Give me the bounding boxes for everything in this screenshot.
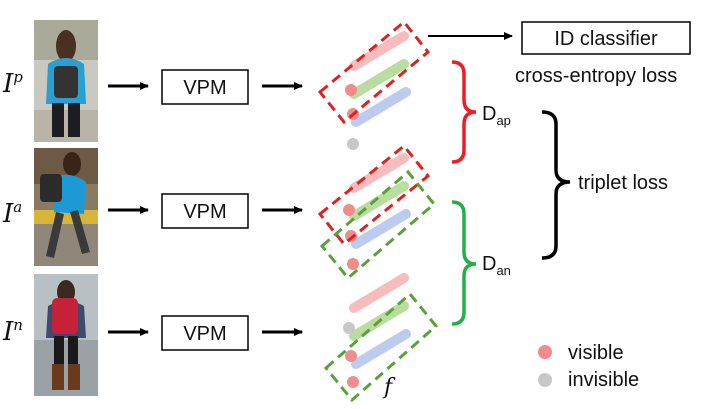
feature-label: f (382, 375, 396, 400)
visible-dot (347, 258, 359, 270)
cross-entropy-label: cross-entropy loss (515, 65, 677, 87)
brace-d-an (451, 200, 477, 326)
vpm-box-n: VPM (161, 315, 249, 351)
visible-dot (345, 350, 357, 362)
green-dashed-box-a (319, 169, 437, 281)
feature-stack-n (323, 273, 439, 403)
vpm-box-p: VPM (161, 69, 249, 105)
triplet-loss-label: triplet loss (578, 172, 668, 194)
brace-d-ap (451, 60, 477, 164)
person-photo-p (34, 20, 98, 142)
input-label-p: Ip (2, 68, 23, 99)
invisible-dot (343, 322, 355, 334)
person-photo-a (34, 148, 98, 266)
red-dashed-box-a (317, 143, 431, 247)
legend-visible-dot (538, 345, 552, 359)
legend-visible-label: visible (568, 342, 624, 364)
d-ap-label: Dap (482, 103, 511, 128)
visible-dot (343, 204, 355, 216)
part-bar-top (349, 31, 409, 71)
d-an-label: Dan (482, 253, 511, 278)
part-bar-bot (351, 209, 411, 249)
part-bar-mid (349, 59, 409, 99)
id-classifier-label: ID classifier (554, 28, 658, 50)
visible-dot (345, 84, 357, 96)
legend: visible invisible (538, 342, 639, 391)
part-bar-top (349, 153, 409, 193)
input-label-a: Ia (2, 198, 22, 229)
brace-triplet (541, 110, 571, 260)
feature-stack-a (317, 143, 437, 281)
id-classifier-box: ID classifier (521, 21, 691, 55)
legend-invisible-dot (538, 373, 552, 387)
part-bar-top (349, 273, 409, 313)
vpm-box-a: VPM (161, 193, 249, 229)
invisible-dot (347, 138, 359, 150)
feature-stack-p (317, 19, 431, 150)
green-dashed-box-n (323, 291, 439, 403)
part-bar-bot (351, 329, 411, 369)
red-dashed-box-p (317, 19, 431, 125)
vpm-label: VPM (183, 201, 226, 223)
person-photo-n (34, 274, 98, 396)
visible-dot (347, 376, 359, 388)
input-label-n: In (2, 316, 23, 347)
vpm-label: VPM (183, 77, 226, 99)
vpm-label: VPM (183, 323, 226, 345)
legend-invisible-label: invisible (568, 369, 639, 391)
part-bar-bot (351, 87, 411, 127)
